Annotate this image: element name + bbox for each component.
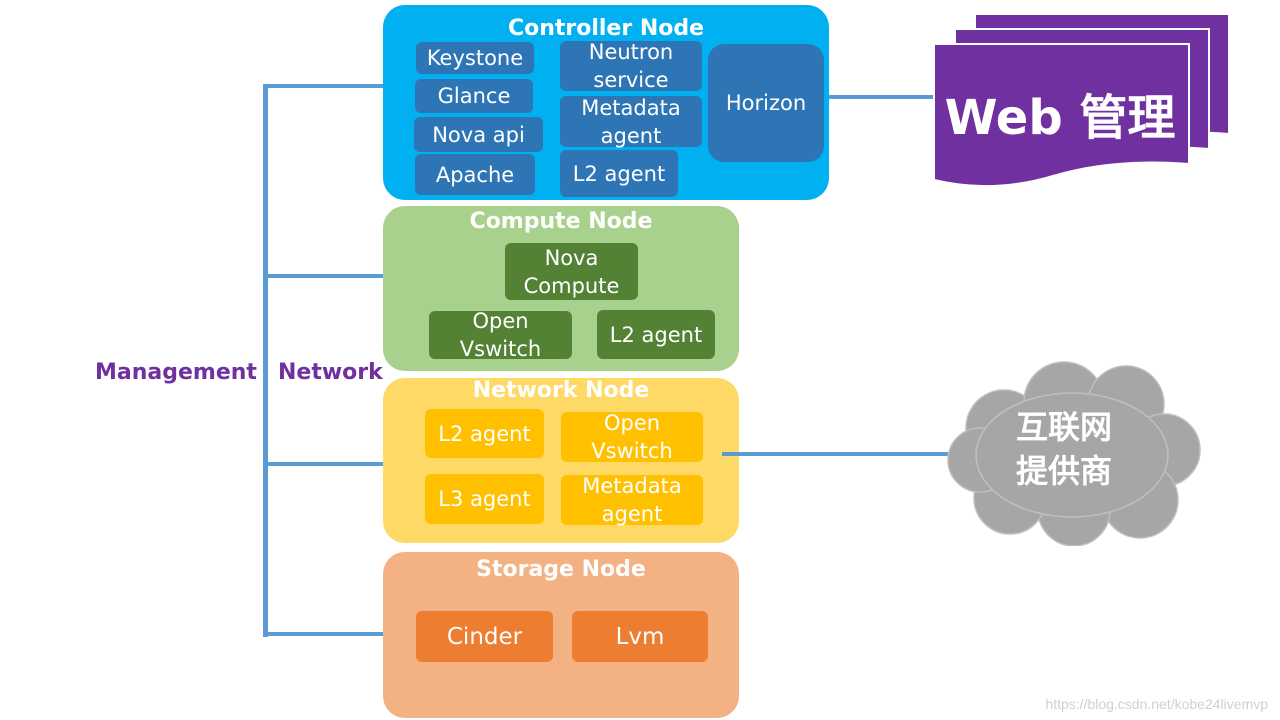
connector-controller xyxy=(263,84,410,88)
connector-internet xyxy=(722,452,950,456)
web-management-label: Web 管理 xyxy=(944,90,1176,146)
management-label: Management xyxy=(95,360,257,385)
internet-provider-label: 互联网 提供商 xyxy=(1015,408,1112,490)
lvm-box: Lvm xyxy=(572,611,708,662)
watermark: https://blog.csdn.net/kobe24livemvp xyxy=(1045,696,1268,712)
compute-node-title: Compute Node xyxy=(469,209,653,234)
l3-agent-box: L3 agent xyxy=(425,474,544,524)
network-label: Network xyxy=(278,360,383,385)
controller-node-title: Controller Node xyxy=(507,16,705,41)
keystone-box: Keystone xyxy=(416,42,534,74)
compute-node: Compute Node Nova Compute Open Vswitch L… xyxy=(383,206,739,371)
metadata-agent-box: Metadata agent xyxy=(561,474,703,526)
cinder-box: Cinder xyxy=(416,611,553,662)
management-network-bus xyxy=(263,84,268,637)
metadata-agent-box: Metadata agent xyxy=(560,96,702,148)
horizon-box: Horizon xyxy=(708,44,824,162)
connector-network xyxy=(263,462,411,466)
l2-agent-box: L2 agent xyxy=(425,409,544,458)
glance-box: Glance xyxy=(415,79,533,113)
network-node-title: Network Node xyxy=(472,378,650,403)
network-node: Network Node L2 agent Open Vswitch L3 ag… xyxy=(383,378,739,543)
internet-cloud-icon xyxy=(947,361,1201,546)
apache-box: Apache xyxy=(415,154,535,195)
open-vswitch-box: Open Vswitch xyxy=(561,411,703,463)
connector-compute xyxy=(263,274,407,278)
nova-compute-box: Nova Compute xyxy=(505,243,638,300)
neutron-service-box: Neutron service xyxy=(560,40,702,92)
nova-api-box: Nova api xyxy=(414,117,543,152)
web-management-documents-icon xyxy=(933,13,1230,188)
connector-storage xyxy=(263,632,411,636)
controller-node: Controller Node Keystone Glance Nova api… xyxy=(383,5,829,200)
l2-agent-box: L2 agent xyxy=(597,310,715,359)
storage-node-title: Storage Node xyxy=(476,557,646,582)
storage-node: Storage Node Cinder Lvm xyxy=(383,552,739,718)
l2-agent-box: L2 agent xyxy=(560,150,678,197)
open-vswitch-box: Open Vswitch xyxy=(429,309,572,361)
connector-web xyxy=(829,95,935,99)
